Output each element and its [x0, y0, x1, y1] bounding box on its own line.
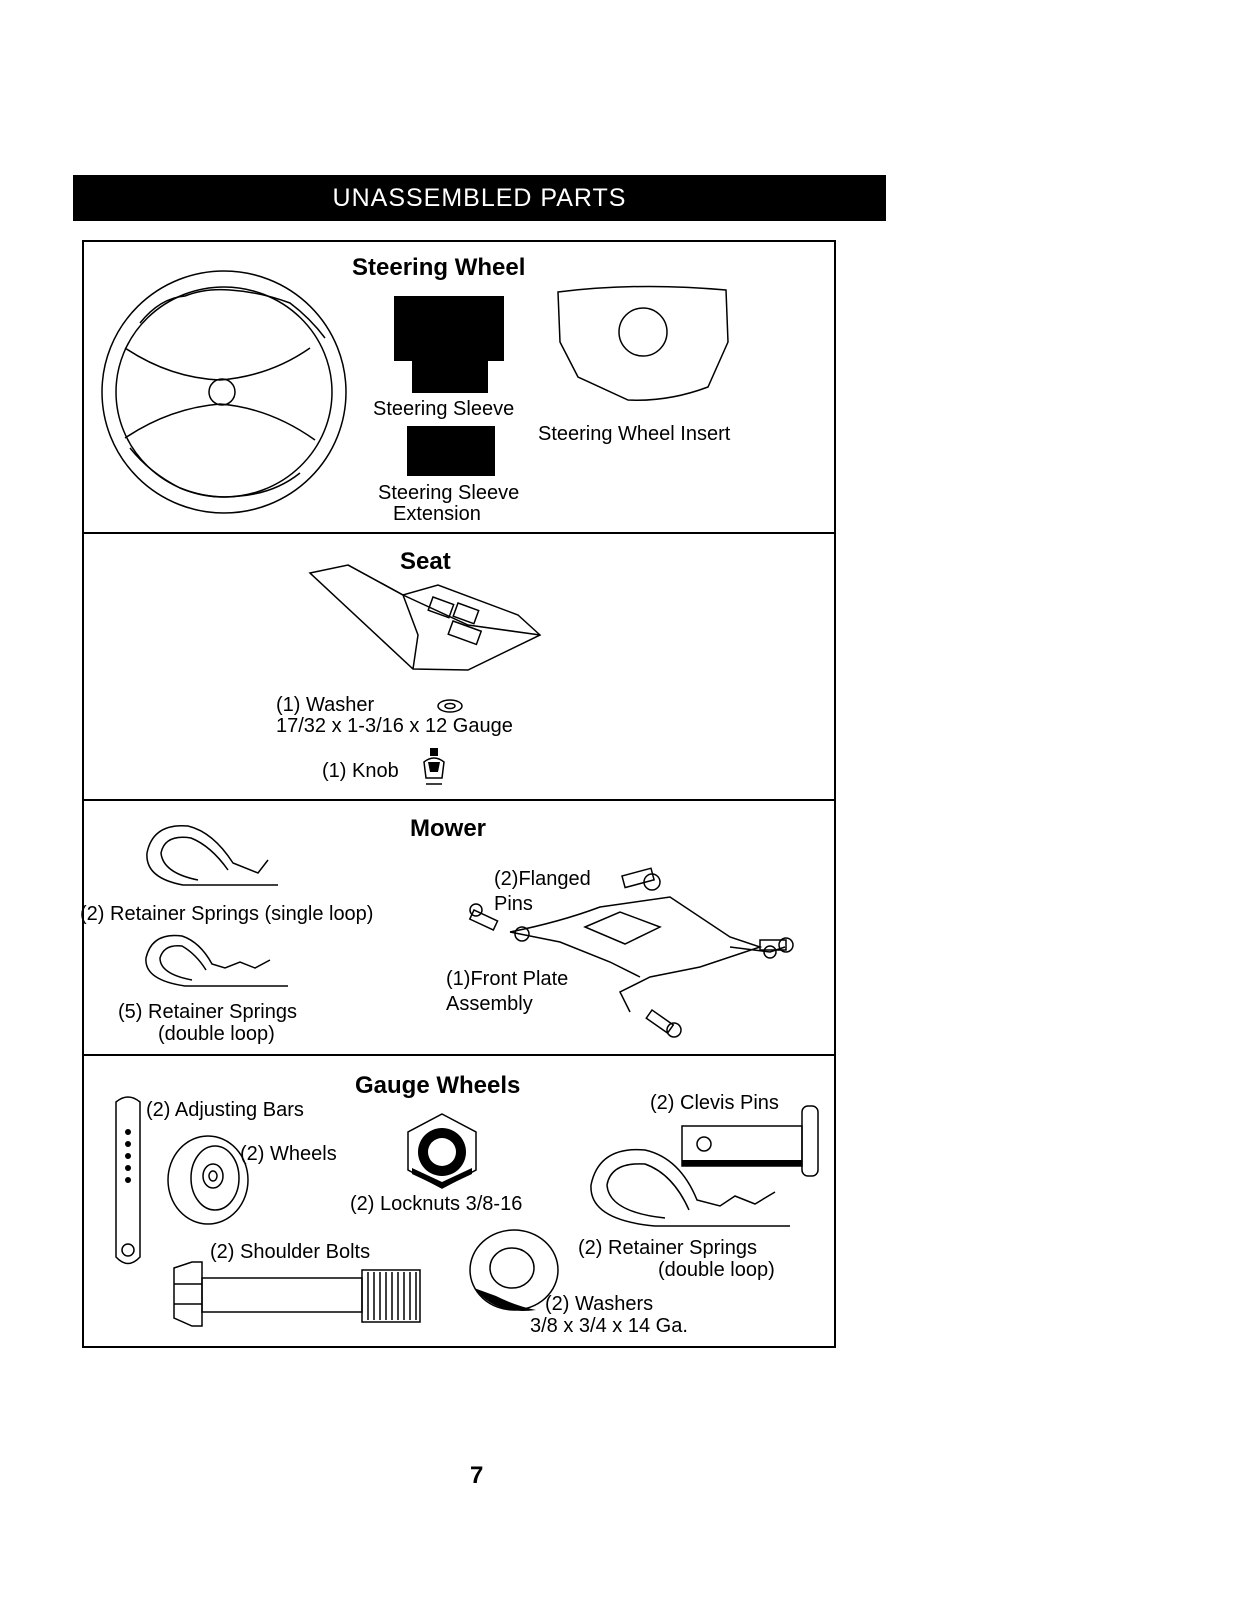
seat-title: Seat — [400, 548, 451, 575]
flanged-pins-label-1: (2)Flanged — [494, 868, 591, 890]
gauge-wheels-title: Gauge Wheels — [355, 1072, 521, 1099]
shoulder-bolts-label: (2) Shoulder Bolts — [210, 1241, 371, 1263]
retainer-spring-single-label: (2) Retainer Springs (single loop) — [80, 903, 374, 925]
section-banner: UNASSEMBLED PARTS — [73, 175, 886, 221]
steering-sleeve-extension-label-1: Steering Sleeve — [378, 482, 520, 504]
steering-wheel-title: Steering Wheel — [352, 254, 526, 281]
steering-wheel-icon — [101, 270, 347, 514]
steering-sleeve-extension-label-2: Extension — [393, 503, 481, 525]
washer-label-1: (1) Washer — [276, 694, 375, 716]
knob-label: (1) Knob — [322, 760, 399, 782]
wheels-label: (2) Wheels — [240, 1143, 337, 1165]
steering-sleeve-icon — [394, 296, 504, 393]
retainer-springs-label-1: (2) Retainer Springs — [578, 1237, 757, 1259]
front-plate-label-1: (1)Front Plate — [446, 968, 569, 990]
steering-sleeve-extension-icon — [407, 426, 495, 476]
steering-wheel-insert-icon — [557, 285, 729, 401]
washers-label-2: 3/8 x 3/4 x 14 Ga. — [530, 1315, 688, 1337]
retainer-springs-label-2: (double loop) — [658, 1259, 775, 1281]
flanged-pin-icon — [645, 1008, 682, 1038]
retainer-spring-double-label-2: (double loop) — [158, 1023, 275, 1045]
washer-label-2: 17/32 x 1-3/16 x 12 Gauge — [276, 715, 513, 737]
seat-icon — [308, 564, 542, 671]
flanged-pin-icon — [621, 867, 661, 891]
section-divider — [84, 1054, 834, 1056]
clevis-pin-icon — [681, 1105, 819, 1177]
retainer-spring-single-icon — [146, 825, 278, 886]
washer-icon — [437, 699, 463, 713]
section-divider — [84, 799, 834, 801]
washer-icon — [469, 1229, 559, 1312]
front-plate-label-2: Assembly — [446, 993, 533, 1015]
steering-sleeve-label: Steering Sleeve — [373, 398, 515, 420]
retainer-spring-double-label-1: (5) Retainer Springs — [118, 1001, 297, 1023]
front-plate-assembly-icon — [509, 896, 786, 1013]
locknut-icon — [407, 1113, 477, 1189]
flanged-pin-icon — [759, 937, 794, 953]
locknuts-label: (2) Locknuts 3/8-16 — [350, 1193, 523, 1215]
retainer-spring-double-icon — [590, 1148, 790, 1227]
knob-icon — [423, 748, 445, 785]
wheel-icon — [167, 1135, 249, 1225]
adjusting-bars-label: (2) Adjusting Bars — [146, 1099, 304, 1121]
adjusting-bar-icon — [115, 1096, 141, 1265]
flanged-pins-label-2: Pins — [494, 893, 533, 915]
steering-wheel-insert-label: Steering Wheel Insert — [538, 423, 731, 445]
retainer-spring-double-icon — [145, 934, 288, 987]
page-number: 7 — [470, 1462, 484, 1489]
parts-frame — [82, 240, 836, 1348]
washers-label-1: (2) Washers — [545, 1293, 654, 1315]
clevis-pins-label: (2) Clevis Pins — [650, 1092, 779, 1114]
flanged-pin-icon — [468, 903, 499, 932]
shoulder-bolt-icon — [173, 1261, 421, 1327]
mower-title: Mower — [410, 815, 487, 842]
section-divider — [84, 532, 834, 534]
